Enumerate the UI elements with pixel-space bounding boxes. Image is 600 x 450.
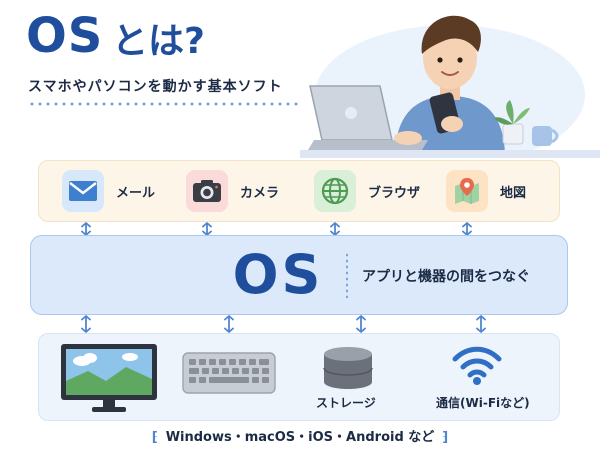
arrow-updown-icon xyxy=(81,222,91,236)
keyboard-icon xyxy=(182,352,276,394)
os-divider xyxy=(346,252,348,298)
app-mail-label: メール xyxy=(116,185,156,201)
os-layer xyxy=(30,235,568,315)
decoration-right-icon: ⁆ xyxy=(442,430,449,445)
decoration-left-icon: ⁅ xyxy=(151,430,158,445)
page-subtitle: スマホやパソコンを動かす基本ソフト xyxy=(28,79,283,95)
camera-icon xyxy=(186,170,228,212)
os-description: アプリと機器の間をつなぐ xyxy=(362,269,530,285)
page-title-rest: とは? xyxy=(112,21,205,62)
storage-icon xyxy=(323,347,373,389)
os-examples-text: Windows・macOS・iOS・Android など xyxy=(165,430,435,445)
app-browser: ブラウザ xyxy=(314,169,420,213)
app-mail: メール xyxy=(62,169,155,213)
hardware-network-label: 通信(Wi-Fiなど) xyxy=(436,396,530,410)
page-title-os: OS xyxy=(26,8,104,64)
arrow-updown-icon xyxy=(476,315,486,333)
arrow-updown-icon xyxy=(330,222,340,236)
dotted-divider xyxy=(28,102,298,106)
os-label: OS xyxy=(232,243,324,306)
wifi-icon xyxy=(452,346,502,385)
monitor-icon xyxy=(61,344,157,412)
arrow-updown-icon xyxy=(356,315,366,333)
app-map: 地図 xyxy=(446,169,526,213)
arrow-updown-icon xyxy=(202,222,212,236)
globe-icon xyxy=(314,170,356,212)
arrow-updown-icon xyxy=(224,315,234,333)
map-icon xyxy=(446,170,488,212)
mail-icon xyxy=(62,170,104,212)
person-with-laptop-illustration xyxy=(300,15,600,158)
arrow-updown-icon xyxy=(81,315,91,333)
app-map-label: 地図 xyxy=(500,185,527,201)
os-examples-footer: ⁅ Windows・macOS・iOS・Android など ⁆ xyxy=(0,426,600,445)
app-camera-label: カメラ xyxy=(240,185,280,201)
arrow-updown-icon xyxy=(462,222,472,236)
hardware-storage-label: ストレージ xyxy=(316,396,376,410)
app-browser-label: ブラウザ xyxy=(368,185,421,201)
app-camera: カメラ xyxy=(186,169,279,213)
